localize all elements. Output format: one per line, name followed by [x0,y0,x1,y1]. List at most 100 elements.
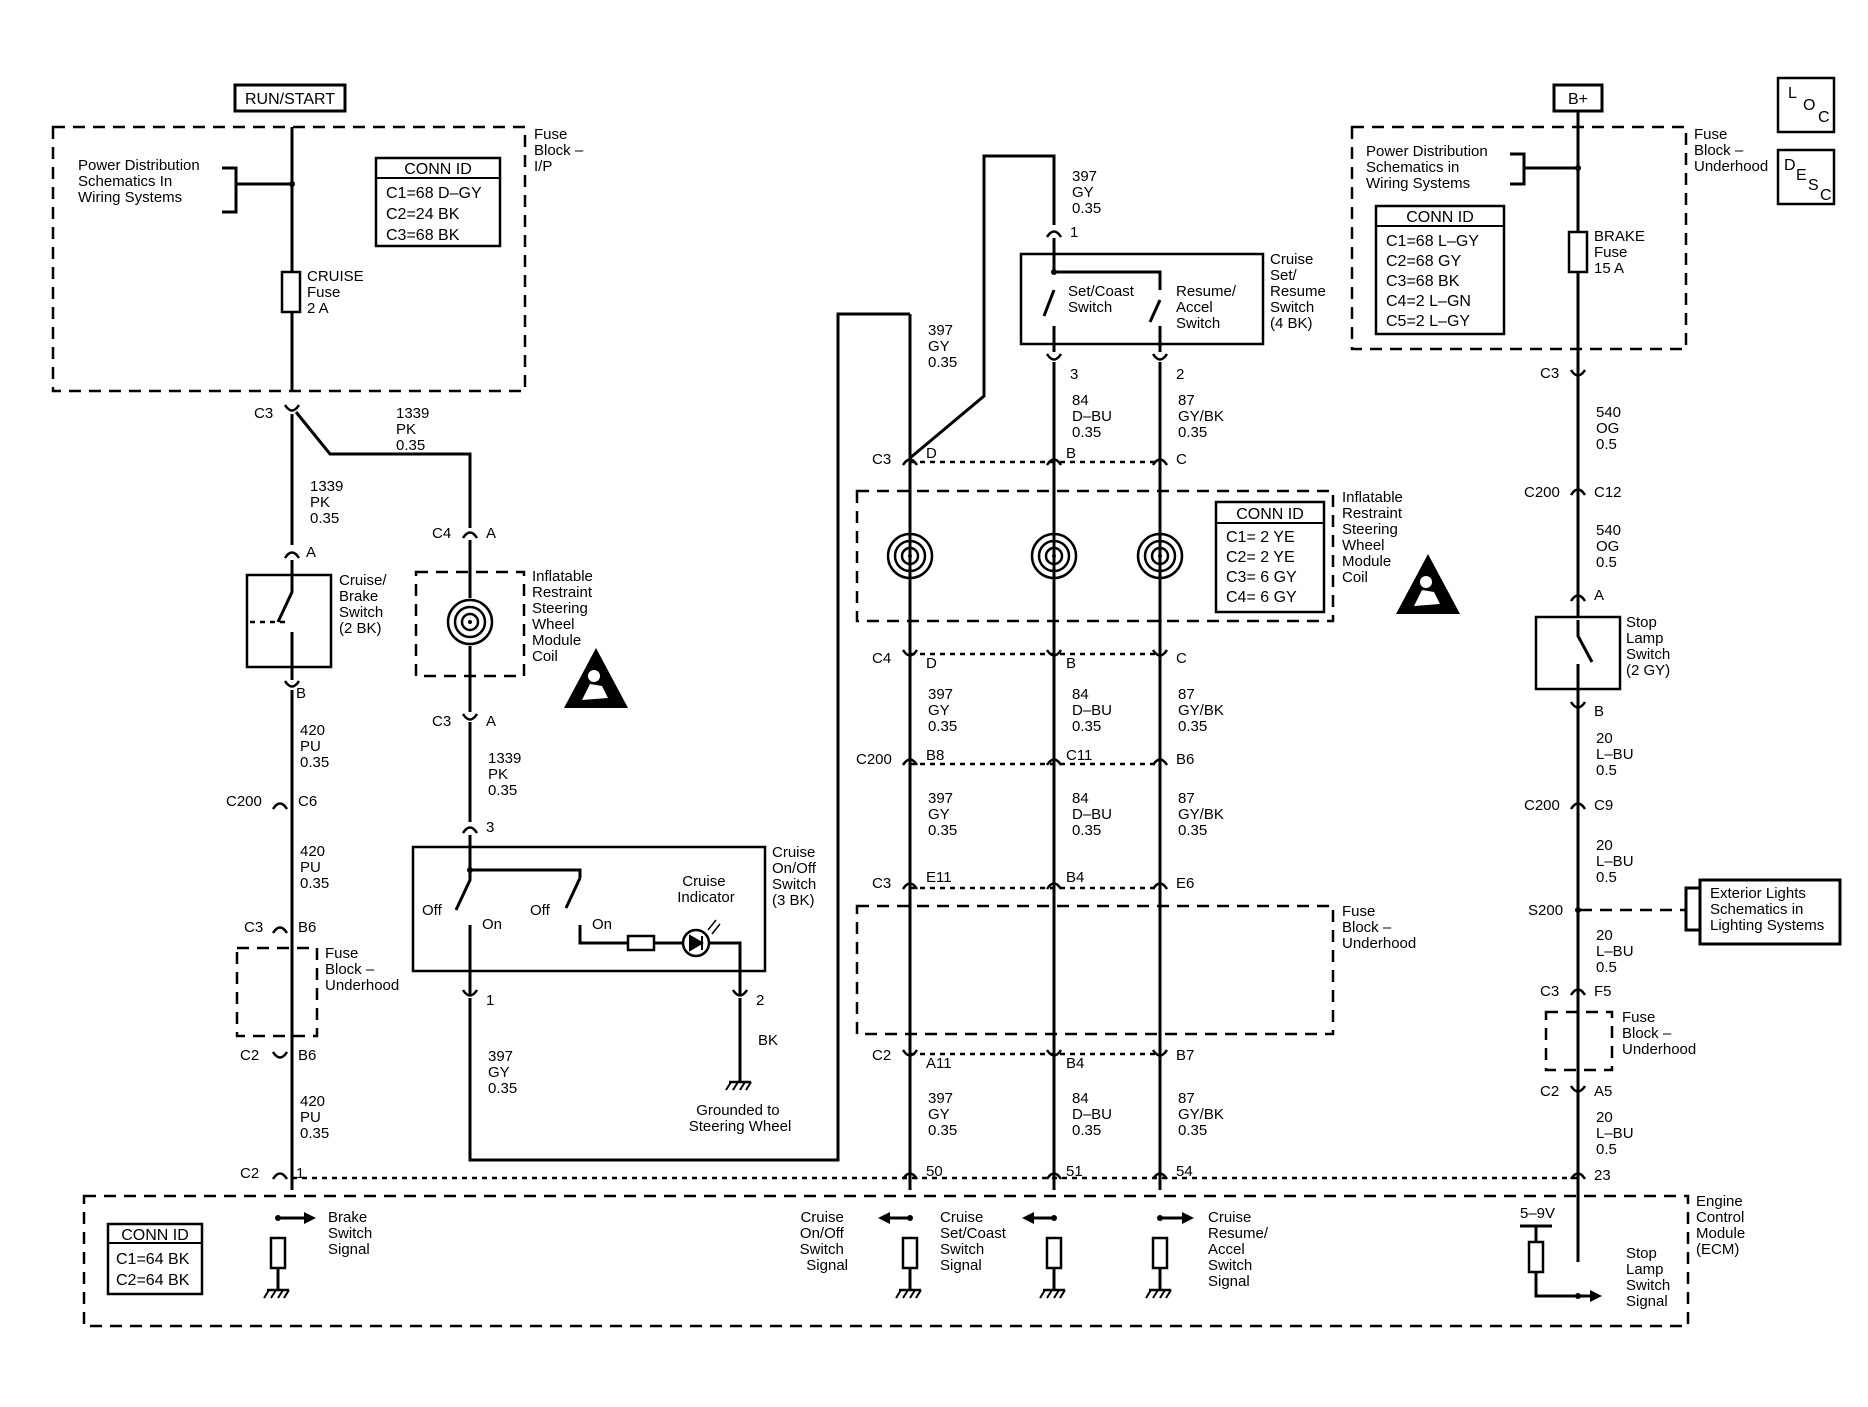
wire-397-onoff: 397 GY 0.35 [488,1048,517,1097]
mid-c3-label: C3 [872,875,891,892]
coil-right-icon-3 [1136,532,1184,580]
wire-420-b: 420 PU 0.35 [300,843,329,892]
run-start-label: RUN/START [245,91,335,108]
ecm-box [82,1194,1690,1328]
mid-c200-pin-c11: C11 [1066,747,1092,764]
right-c2: C2 [1540,1083,1559,1100]
cruise-set-resume-switch [1019,252,1265,346]
c200-label-left: C200 [226,793,262,810]
power-distribution-note-left: Power Distribution Schematics In Wiring … [78,157,204,206]
conn-id-coil [1214,500,1326,614]
brake-fuse [1567,230,1589,274]
mid-c200-pin-b6: B6 [1176,751,1194,768]
wire-20-b: 20 L–BU 0.5 [1596,837,1638,886]
ground-icon-brake [262,1288,291,1300]
wire-87-a: 87 GY/BK 0.35 [1178,686,1228,735]
right-c200: C200 [1524,484,1560,501]
conn-id-underhood-list: C1=68 L–GY C2=68 GY C3=68 BK C4=2 L–GN C… [1386,233,1483,330]
right-c12: C12 [1594,484,1622,501]
power-distribution-note-right: Power Distribution Schematics in Wiring … [1366,143,1492,192]
cruise-onoff-switch [411,845,767,973]
b6b-label-left: B6 [298,1047,316,1064]
wire-84-b: 84 D–BU 0.35 [1072,790,1116,839]
cruise-brake-switch-label: Cruise/ Brake Switch (2 BK) [339,572,391,637]
wire-397-left: 397 GY 0.35 [928,322,957,371]
splice-s200: S200 [1528,902,1563,919]
mid-c2-label: C2 [872,1047,891,1064]
cruise-fuse [280,270,302,314]
mid-c3-pin-b4: B4 [1066,869,1084,886]
desc-button-label: DESC [1784,157,1832,204]
conn-id-underhood-title: CONN ID [1406,209,1474,226]
mid-c3-top-pin-b: B [1066,445,1076,462]
ground-icon-set [1038,1288,1067,1300]
resume-accel-label: Resume/ Accel Switch [1176,283,1240,332]
brake-fuse-label: BRAKE Fuse 15 A [1594,228,1649,277]
cruise-onoff-signal-label: Cruise On/Off Switch Signal [800,1209,848,1274]
mid-c2-pin-a11: A11 [926,1055,952,1072]
wire-20-c: 20 L–BU 0.5 [1596,927,1638,976]
cruise-set-resume-switch-label: Cruise Set/ Resume Switch (4 BK) [1270,251,1330,332]
conn-id-ip [374,156,502,248]
ecm-voltage-label: 5–9V [1520,1205,1555,1222]
wire-540-a: 540 OG 0.5 [1596,404,1625,453]
ground-label: Grounded to Steering Wheel [689,1102,792,1135]
mid-c2-pin-b4: B4 [1066,1055,1084,1072]
right-c9: C9 [1594,797,1613,814]
fuse-block-ip [51,125,527,393]
wire-84-top: 84 D–BU 0.35 [1072,392,1116,441]
wire-420-c: 420 PU 0.35 [300,1093,329,1142]
stop-switch-pin-a: A [1594,587,1604,604]
mid-c3-pin-e6: E6 [1176,875,1194,892]
wire-84-a: 84 D–BU 0.35 [1072,686,1116,735]
stop-lamp-switch-label: Stop Lamp Switch (2 GY) [1626,614,1674,679]
mid-c200-label: C200 [856,751,892,768]
coil-right-box [855,489,1335,623]
exterior-lights-ref[interactable] [1698,878,1842,946]
coil-left-icon [446,598,494,646]
c6-label: C6 [298,793,317,810]
c2b-label-left: C2 [240,1165,259,1182]
conn-id-ecm-title: CONN ID [121,1227,189,1244]
onoff-pin-3: 3 [486,819,494,836]
ecm-label: Engine Control Module (ECM) [1696,1193,1749,1258]
run-start-box [233,83,347,113]
loc-button[interactable] [1776,76,1836,134]
desc-button[interactable] [1776,148,1836,206]
cruise-resume-signal-label: Cruise Resume/ Accel Switch Signal [1208,1209,1272,1290]
cruise-set-coast-signal-label: Cruise Set/Coast Switch Signal [940,1209,1010,1274]
right-c3b: C3 [1540,983,1559,1000]
fuse-block-ip-label: Fuse Block – I/P [534,126,587,175]
conn-id-ecm [106,1222,204,1296]
wire-87-b: 87 GY/BK 0.35 [1178,790,1228,839]
right-c3: C3 [1540,365,1559,382]
wire-87-c: 87 GY/BK 0.35 [1178,1090,1228,1139]
stop-lamp-signal-label: Stop Lamp Switch Signal [1626,1245,1674,1310]
conn-id-ip-title: CONN ID [404,161,472,178]
setres-pin-3: 3 [1070,366,1078,383]
ground-icon-resume [1144,1288,1173,1300]
c3b-label-left: C3 [244,919,263,936]
ecm-pin-1: 1 [296,1165,304,1182]
wire-397-b: 397 GY 0.35 [928,790,957,839]
right-c200b: C200 [1524,797,1560,814]
ecm-pin-51: 51 [1066,1163,1083,1180]
onoff-on2: On [592,916,612,933]
airbag-warning-icon-right [1396,554,1460,614]
right-f5: F5 [1594,983,1612,1000]
mid-c3-top-pin-c: C [1176,451,1187,468]
mid-c3-top-pin-d: D [926,445,937,462]
onoff-pin-2: 2 [756,992,764,1009]
mid-c4-pin-b: B [1066,655,1076,672]
coil-left-c3: C3 [432,713,451,730]
ground-icon-steering [724,1080,753,1092]
coil-right-label: Inflatable Restraint Steering Wheel Modu… [1342,489,1407,586]
conn-id-ip-list: C1=68 D–GY C2=24 BK C3=68 BK [386,185,486,244]
b6-label-left: B6 [298,919,316,936]
mid-c3-top-label: C3 [872,451,891,468]
cruise-onoff-switch-label: Cruise On/Off Switch (3 BK) [772,844,820,909]
coil-left-pin-a: A [486,525,496,542]
coil-right-icon-2 [1030,532,1078,580]
